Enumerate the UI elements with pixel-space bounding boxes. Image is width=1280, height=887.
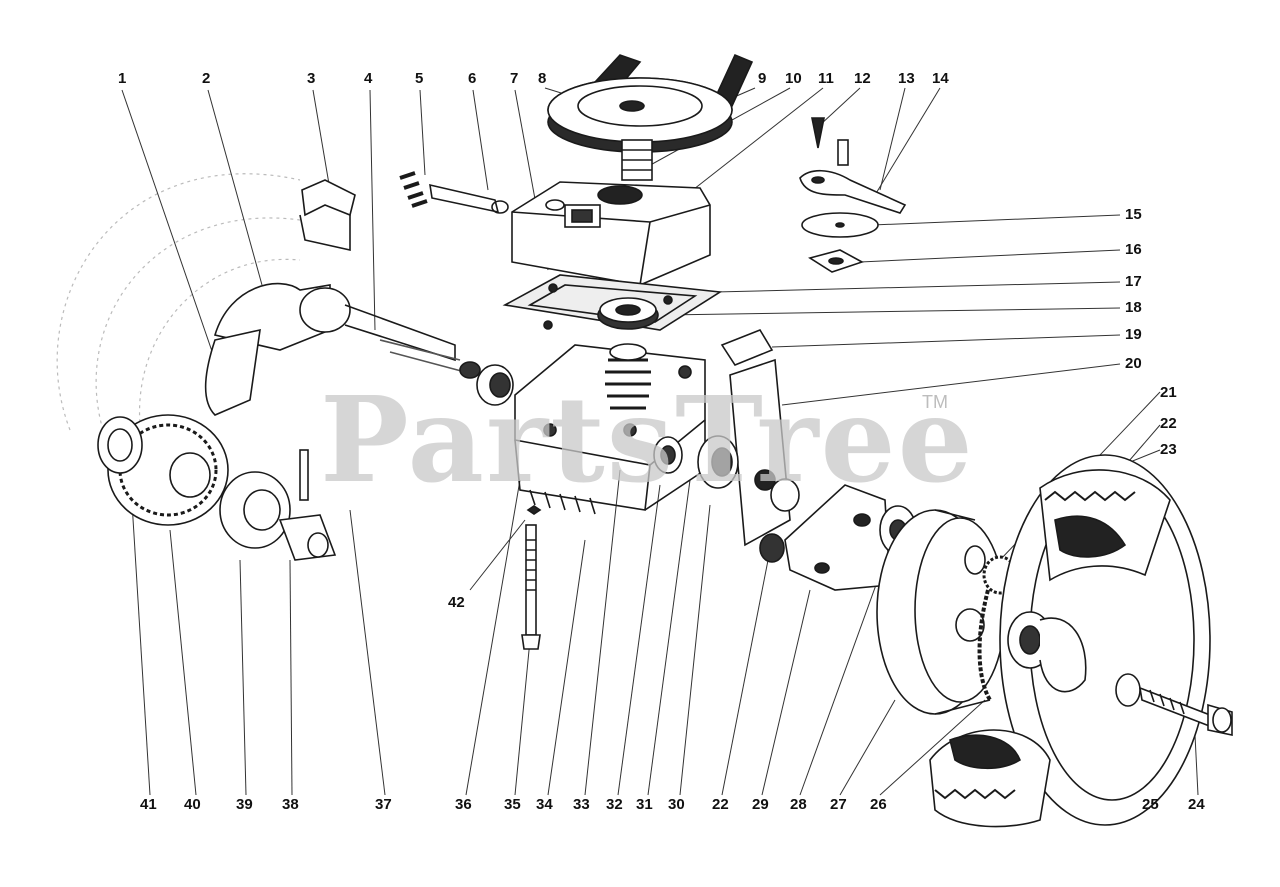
drive-pulley — [547, 53, 754, 181]
callout: 7 — [510, 70, 519, 87]
callout: 1 — [118, 70, 127, 87]
callout: 28 — [790, 796, 807, 813]
callout: 21 — [1160, 384, 1177, 401]
clutch-collar — [219, 449, 337, 561]
callout: 22 — [712, 796, 729, 813]
callout: 16 — [1125, 241, 1142, 258]
gear-housing — [514, 344, 706, 515]
callout: 3 — [307, 70, 316, 87]
callout: 22 — [1160, 415, 1177, 432]
callout: 14 — [932, 70, 949, 87]
callout: 20 — [1125, 355, 1142, 372]
callout: 4 — [364, 70, 373, 87]
callout: 5 — [415, 70, 424, 87]
callout: 24 — [1188, 796, 1205, 813]
callout: 19 — [1125, 326, 1142, 343]
watermark-tm: TM — [922, 392, 948, 412]
callout: 26 — [870, 796, 887, 813]
bolt-36 — [521, 505, 542, 650]
callout: 17 — [1125, 273, 1142, 290]
callout: 2 — [202, 70, 211, 87]
callout: 32 — [606, 796, 623, 813]
gear-case-cover — [511, 181, 711, 286]
callout: 42 — [448, 594, 465, 611]
callout: 29 — [752, 796, 769, 813]
drive-drum — [876, 509, 1006, 715]
callout: 25 — [1142, 796, 1159, 813]
callout: 8 — [538, 70, 547, 87]
callout: 36 — [455, 796, 472, 813]
axle-bracket — [759, 478, 917, 591]
worm-gear — [605, 343, 651, 410]
callout: 12 — [854, 70, 871, 87]
callout: 6 — [468, 70, 477, 87]
callout: 35 — [504, 796, 521, 813]
callout: 34 — [536, 796, 553, 813]
callout: 37 — [375, 796, 392, 813]
callout: 30 — [668, 796, 685, 813]
small-hardware — [799, 117, 907, 273]
spring-5 — [399, 171, 509, 214]
callout: 10 — [785, 70, 802, 87]
bearing-18 — [597, 297, 659, 330]
spur-gear — [97, 414, 229, 526]
callout: 38 — [282, 796, 299, 813]
callout: 41 — [140, 796, 157, 813]
callout: 31 — [636, 796, 653, 813]
callout: 11 — [818, 70, 834, 87]
callout: 18 — [1125, 299, 1142, 316]
callout: 40 — [184, 796, 201, 813]
callout: 33 — [573, 796, 590, 813]
axle-bolt — [1115, 673, 1233, 736]
callout: 23 — [1160, 441, 1177, 458]
output-bearings — [476, 364, 739, 489]
clip-3 — [299, 179, 356, 251]
watermark: PartsTree — [320, 370, 975, 509]
shift-fork — [204, 282, 481, 416]
callout: 39 — [236, 796, 253, 813]
callout: 15 — [1125, 206, 1142, 223]
tire-wheel — [929, 454, 1211, 828]
callout: 13 — [898, 70, 915, 87]
callout: 9 — [758, 70, 767, 87]
callout: 27 — [830, 796, 847, 813]
